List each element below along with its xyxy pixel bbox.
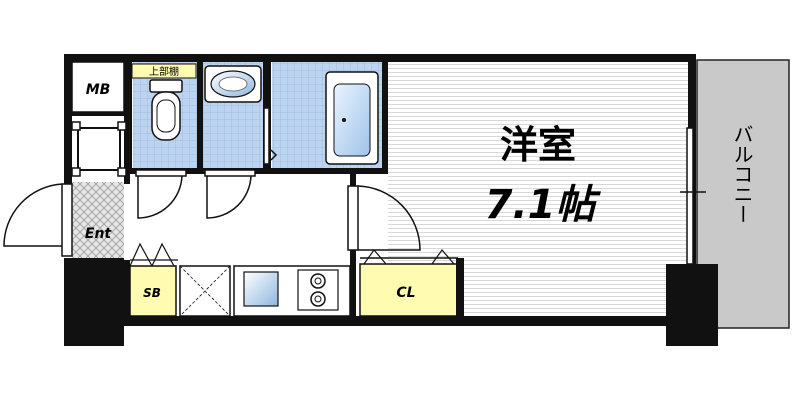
- washing-machine-space: [179, 265, 231, 317]
- western-room-size: 7.1帖: [485, 182, 602, 228]
- toilet: [131, 63, 197, 141]
- closet: [359, 249, 464, 317]
- western-room-name: 洋室: [500, 123, 576, 167]
- mb-label: MB: [86, 82, 111, 98]
- upper-cabinet-label: 上部棚: [149, 65, 179, 78]
- shoe-box: [129, 242, 178, 317]
- entrance-door: [3, 183, 73, 257]
- closet-label: CL: [396, 285, 415, 301]
- balcony-window: [680, 127, 706, 265]
- entrance-floor: [72, 182, 124, 258]
- bathroom-door: [263, 107, 278, 165]
- washroom-door: [204, 169, 256, 219]
- toilet-door: [135, 169, 187, 219]
- bathtub: [325, 71, 379, 165]
- pipe-shaft: [71, 121, 127, 177]
- entrance-label: Ent: [85, 226, 113, 242]
- western-room-door: [347, 185, 421, 251]
- kitchen: [233, 265, 351, 317]
- mb-box: [71, 61, 125, 113]
- balcony-label: バルコニー: [730, 124, 754, 224]
- washbasin: [204, 65, 262, 103]
- shoe-box-label: SB: [143, 286, 161, 300]
